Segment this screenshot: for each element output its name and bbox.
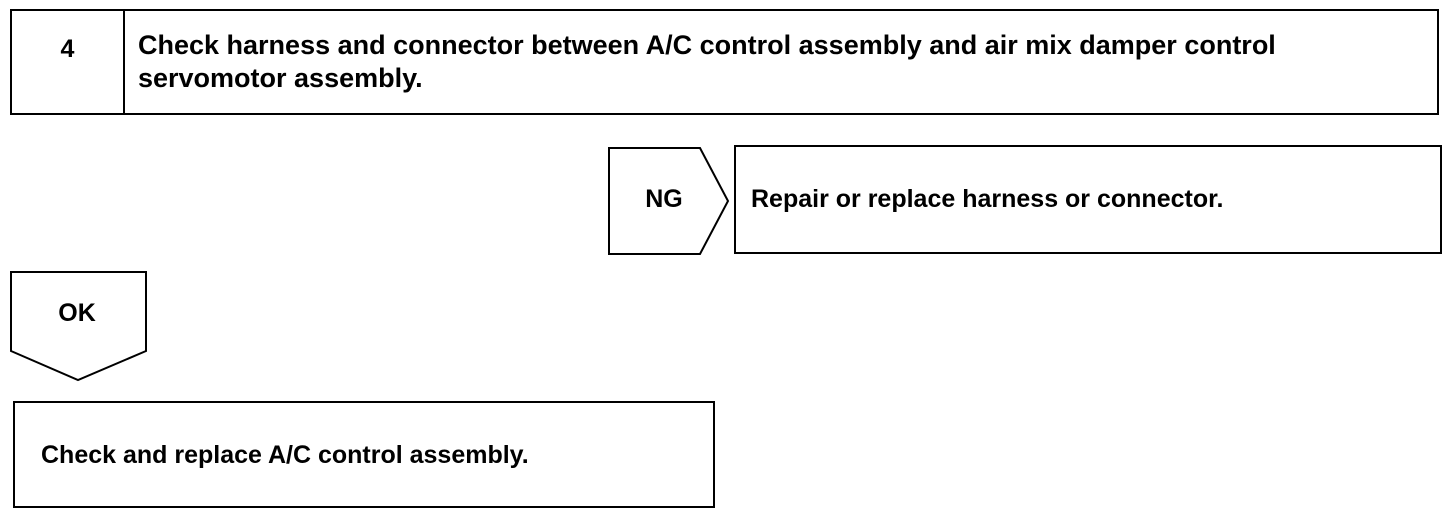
step-number: 4 bbox=[12, 11, 125, 113]
ng-arrow-tag: NG bbox=[608, 147, 730, 255]
step-box: 4 Check harness and connector between A/… bbox=[10, 9, 1439, 115]
ng-result-text: Repair or replace harness or connector. bbox=[751, 185, 1224, 213]
ok-result-box: Check and replace A/C control assembly. bbox=[13, 401, 715, 508]
ok-arrow-tag: OK bbox=[10, 271, 150, 383]
right-arrow-tag-icon bbox=[608, 147, 730, 255]
ok-result-text: Check and replace A/C control assembly. bbox=[41, 441, 529, 469]
step-title: Check harness and connector between A/C … bbox=[138, 30, 1276, 93]
ng-label: NG bbox=[645, 185, 683, 213]
ok-label: OK bbox=[58, 299, 96, 327]
down-arrow-tag-icon bbox=[10, 271, 147, 382]
ng-result-box: Repair or replace harness or connector. bbox=[734, 145, 1442, 254]
